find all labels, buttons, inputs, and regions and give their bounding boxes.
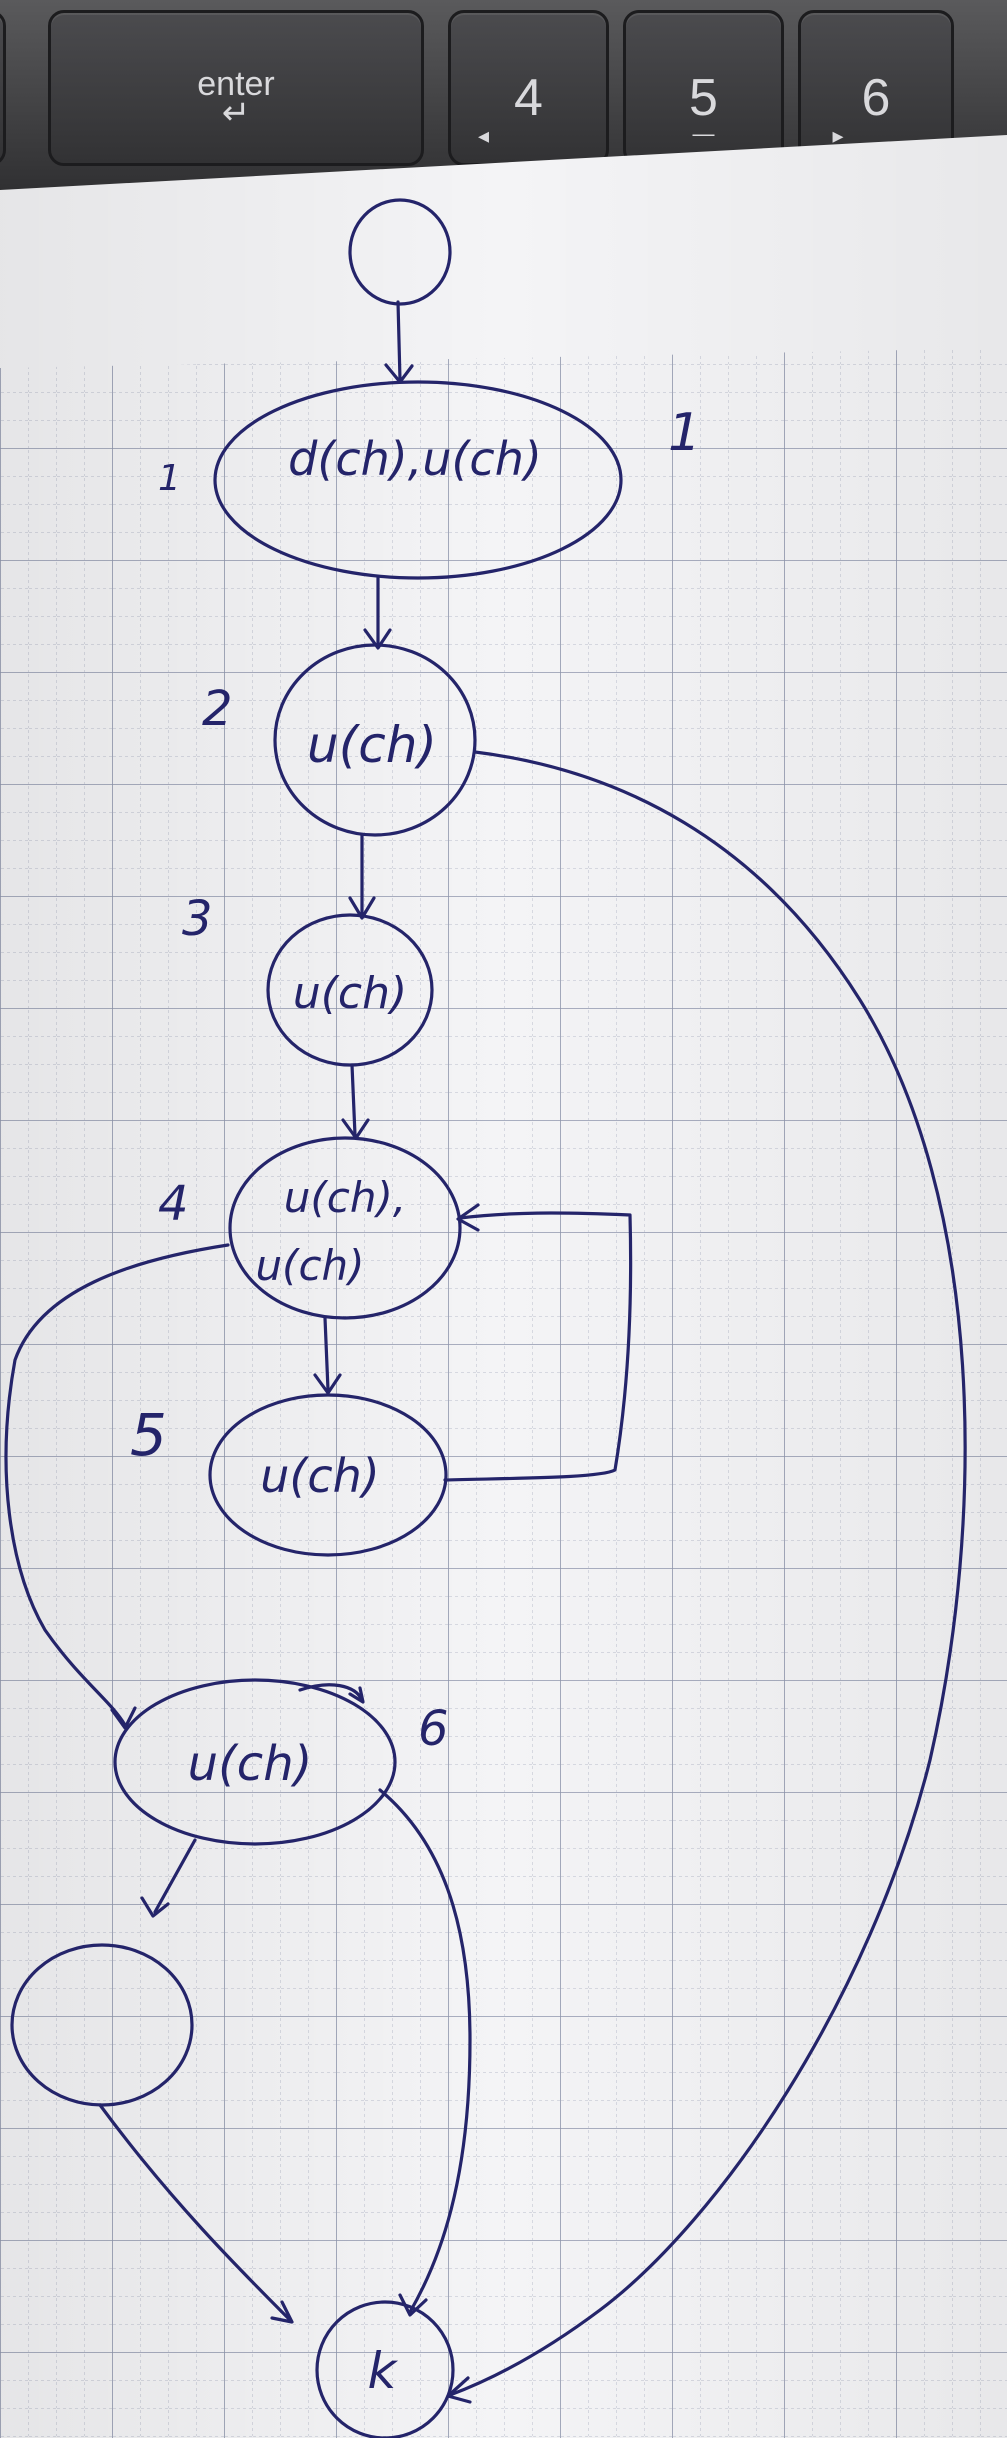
node-3-label: u(ch) [293,968,407,1019]
node-6-label: u(ch) [188,1736,313,1792]
left-arrow-icon: ◂ [477,123,490,148]
node-end [315,2300,455,2438]
node-1 [213,380,623,580]
node-3-number: 3 [182,891,213,947]
node-5-number: 5 [130,1401,167,1469]
node-3 [266,913,434,1067]
node-7 [10,1943,194,2107]
node-4-number: 4 [158,1176,189,1232]
edge-n6-end [378,1788,472,2314]
edge-n4-n5 [323,1316,330,1392]
laptop-keyboard: enter ↵ 4 ◂ 5 — 6 ▸ [0,0,1007,200]
node-6-number: 6 [418,1701,449,1757]
node-4-label-line1: u(ch), [284,1173,406,1222]
edge-n3-n4 [350,1063,357,1137]
edge-n6-n7 [153,1838,197,1914]
edges [4,300,967,2404]
enter-key-label: enter [197,65,275,103]
node-4 [228,1136,462,1320]
right-arrow-icon: ▸ [832,123,844,148]
node-1-label: d(ch),u(ch) [288,432,542,486]
stray-mark: 1 [158,458,181,499]
enter-key: enter ↵ [48,10,424,166]
enter-arrow-icon: ↵ [221,94,251,132]
node-end-label: k [368,2342,399,2400]
key-4-label: 4 [514,69,543,127]
node-5-label: u(ch) [260,1449,380,1503]
node-5 [208,1393,448,1557]
node-2 [273,643,477,837]
key-6-label: 6 [861,69,891,127]
node-2-label: u(ch) [307,716,437,774]
node-start [348,198,452,306]
node-6 [113,1678,397,1846]
node-4-label-line2: u(ch) [255,1241,364,1290]
key-6: 6 ▸ [798,10,954,166]
key-5-label: 5 [689,69,718,127]
edge-n7-end [98,2103,292,2322]
edge-n2-end [448,750,967,2397]
edge-n5-n4-loop [443,1211,633,1482]
edge-n4-n6 [4,1243,230,1727]
edge-start-n1 [396,300,402,382]
dash-icon: — [692,121,715,146]
node-1-number: 1 [668,403,701,463]
node-2-number: 2 [202,681,233,737]
key-4: 4 ◂ [448,10,609,166]
